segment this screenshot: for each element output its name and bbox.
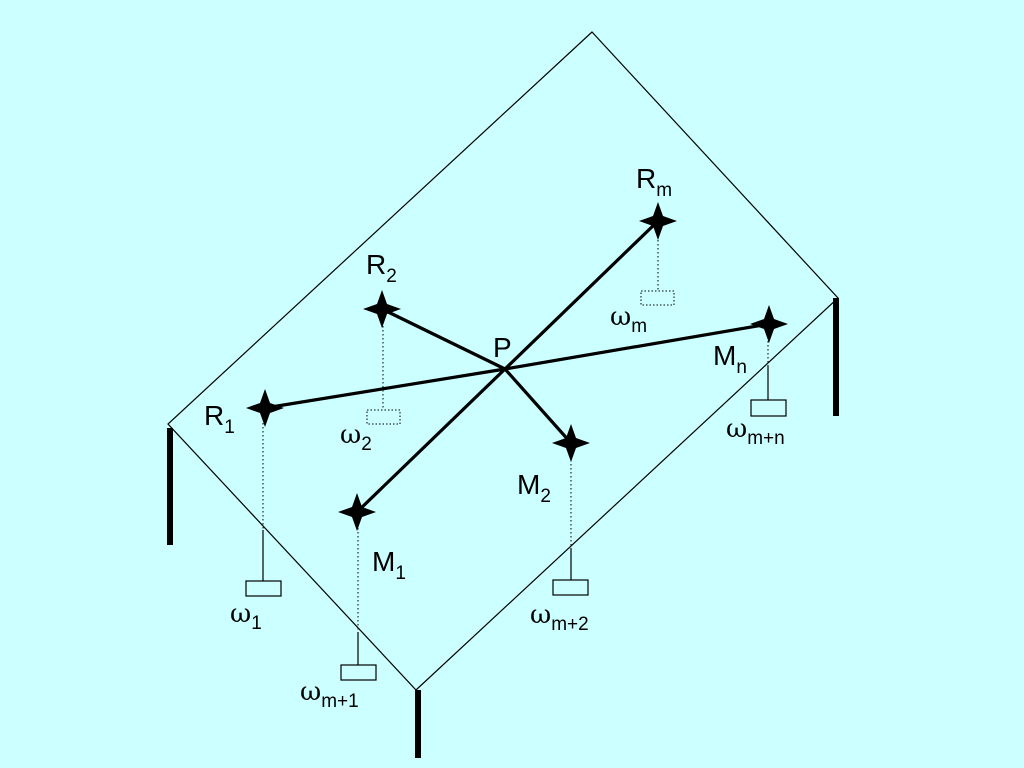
weight-box-r2 — [366, 409, 401, 425]
anchor-markers — [246, 202, 788, 531]
weight-box-m1 — [340, 664, 377, 681]
anchor-label-r1: R1 — [204, 400, 235, 438]
anchor-label-rm: Rm — [636, 163, 672, 201]
anchor-star-m1 — [338, 493, 376, 531]
string-r2 — [381, 307, 506, 371]
string-r1 — [264, 367, 506, 410]
anchor-label-m2: M2 — [517, 469, 551, 507]
anchor-star-r2 — [363, 290, 401, 328]
string-m1 — [355, 367, 507, 514]
center-point-label: P — [493, 332, 512, 363]
anchor-label-mn: Mn — [713, 340, 747, 378]
weight-label-rm: ωm — [610, 302, 647, 337]
weight-label-mn: ωm+n — [726, 414, 785, 449]
anchor-label-r2: R2 — [366, 249, 397, 287]
weight-label-r1: ω1 — [230, 599, 262, 634]
weight-label-m2: ωm+2 — [530, 600, 589, 635]
string-m2 — [503, 367, 573, 445]
string-mn — [504, 322, 770, 371]
strings — [264, 219, 770, 514]
weight-box-r1 — [245, 580, 282, 597]
weight-box-mn — [750, 399, 787, 417]
hanging-threads — [262, 232, 769, 665]
weight-box-rm — [640, 290, 675, 306]
anchor-star-rm — [639, 202, 677, 240]
weight-label-m1: ωm+1 — [300, 677, 359, 712]
weights — [245, 290, 787, 681]
string-rm — [503, 219, 660, 371]
weight-box-m2 — [552, 579, 589, 596]
anchor-star-mn — [750, 305, 788, 343]
anchor-star-r1 — [246, 389, 284, 427]
weight-label-r2: ω2 — [340, 420, 372, 455]
anchor-star-m2 — [552, 424, 590, 462]
anchor-label-m1: M1 — [372, 546, 406, 584]
